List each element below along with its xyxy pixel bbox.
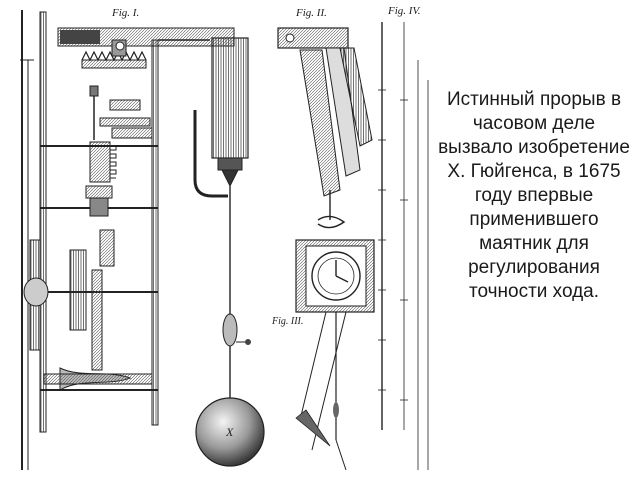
fig1-label: Fig. I. [111,7,139,19]
slide-caption: Истинный прорыв в часовом деле вызвало и… [438,89,630,302]
dial-box-fig3 [295,239,375,471]
pendulum-clock-engraving: Fig. I. Fig. II. Fig. III. Fig. IV. X [20,5,429,471]
scale-fig4 [378,22,429,470]
suspension-fig2 [277,27,373,229]
clock-movement-fig1 [20,10,265,470]
bob-letter: X [225,425,234,439]
fig4-label: Fig. IV. [387,5,421,17]
fig2-label: Fig. II. [295,7,327,19]
fig3-label: Fig. III. [271,316,303,327]
